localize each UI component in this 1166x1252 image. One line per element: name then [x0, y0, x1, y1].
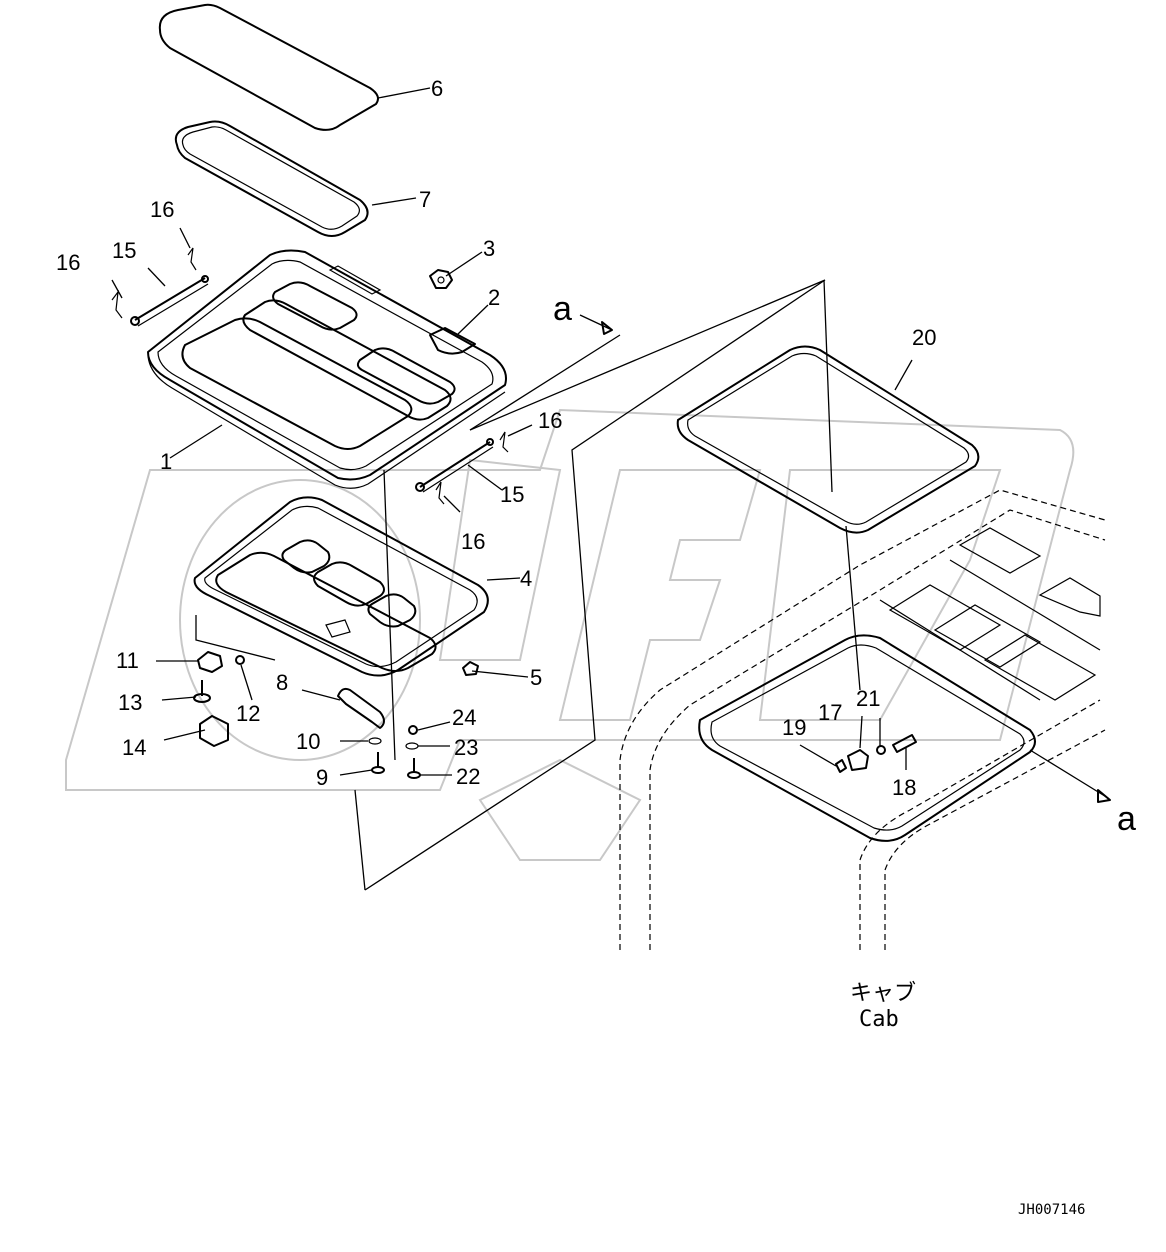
callout-22: 22: [456, 764, 480, 789]
callout-18: 18: [892, 775, 916, 800]
view-marker-a-bottom: a: [1117, 800, 1136, 838]
callout-9: 9: [316, 765, 328, 790]
roof-glass-panel-6: [158, 3, 379, 131]
watermark-logo: [65, 408, 1075, 861]
callout-1: 1: [160, 449, 172, 474]
latch-plate-2: [429, 327, 476, 355]
gas-stay-15-upper: [130, 275, 209, 327]
cab-seal-20: [676, 345, 980, 534]
bolt-washer-9-10: [368, 737, 385, 774]
callout-16-d: 16: [461, 529, 485, 554]
cab-label-en: Cab: [859, 1007, 899, 1032]
cap-5: [462, 661, 479, 676]
callout-13: 13: [118, 690, 142, 715]
washer-12: [235, 655, 245, 665]
striker-14: [199, 715, 229, 747]
bolt-13: [193, 680, 211, 703]
callout-8: 8: [276, 670, 288, 695]
callout-15-a: 15: [112, 238, 136, 263]
callout-3: 3: [483, 236, 495, 261]
callout-20: 20: [912, 325, 936, 350]
clip-16-set: [111, 247, 509, 505]
callout-10: 10: [296, 729, 320, 754]
nut-3: [429, 269, 453, 289]
callout-labels: 6 7 3 2 1 4 5 8 11 12 13 14 10 9 24 23 2…: [56, 76, 1136, 1218]
bolt-washers-22-24: [405, 725, 421, 779]
callout-16-b: 16: [150, 197, 174, 222]
callout-23: 23: [454, 735, 478, 760]
callout-7: 7: [419, 187, 431, 212]
leader-lines: [111, 87, 1111, 891]
drawing-code: JH007146: [1018, 1202, 1085, 1218]
callout-2: 2: [488, 285, 500, 310]
cab-label-jp: キャブ: [850, 981, 916, 1006]
callout-11: 11: [116, 648, 139, 673]
view-marker-a-top: a: [553, 290, 572, 328]
callout-14: 14: [122, 735, 146, 760]
callout-19: 19: [782, 715, 806, 740]
callout-5: 5: [530, 665, 542, 690]
callout-16-c: 16: [538, 408, 562, 433]
seal-ring-7: [174, 120, 369, 237]
inner-trim-4: [193, 496, 489, 677]
callout-6: 6: [431, 76, 443, 101]
callout-12: 12: [236, 701, 260, 726]
hatch-frame-1: [147, 249, 507, 489]
callout-21: 21: [856, 686, 880, 711]
cab-fasteners-17-19: [835, 734, 917, 773]
callout-15-b: 15: [500, 482, 524, 507]
callout-4: 4: [520, 566, 532, 591]
lock-11: [197, 651, 223, 673]
gas-stay-15-lower: [415, 438, 494, 493]
callout-24: 24: [452, 705, 476, 730]
callout-16-a: 16: [56, 250, 80, 275]
cab-roof: [619, 489, 1106, 950]
handle-8: [337, 687, 385, 729]
callout-17: 17: [818, 700, 842, 725]
